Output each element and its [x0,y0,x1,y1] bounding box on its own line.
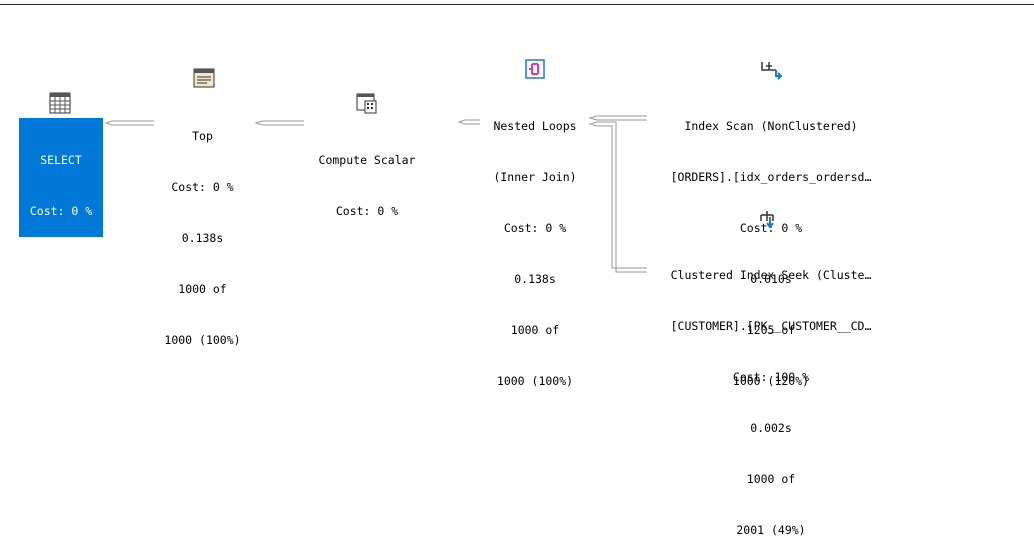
plan-connectors [104,115,647,273]
node-time: 0.138s [181,231,224,245]
node-rows: 1000 of [178,282,227,296]
compute-scalar-icon [356,92,378,117]
compute-scalar-node[interactable]: Compute Scalar Cost: 0 % [303,118,431,237]
divider-tick [205,0,215,5]
node-subtitle: (Inner Join) [493,170,577,184]
node-rows-total: 1000 (100%) [496,374,574,388]
node-name: Clustered Index Seek (Cluste… [670,268,872,282]
index-scan-icon [759,58,783,83]
node-time: 0.002s [750,421,792,435]
node-rows-total: 1000 (100%) [164,333,241,347]
arrow-top-to-select [104,120,154,126]
node-rows: 1205 of [746,323,796,337]
node-object: [CUSTOMER].[PK__CUSTOMER__CD… [670,319,872,333]
node-cost: Cost: 0 % [171,180,234,194]
divider-tick [505,0,515,5]
arrow-compute-to-top [254,120,304,126]
node-cost: Cost: 0 % [739,221,803,235]
node-cost: Cost: 0 % [29,204,93,218]
node-time: 0.138s [514,272,556,286]
node-name: Top [192,129,213,143]
select-node[interactable]: SELECT Cost: 0 % [19,118,103,237]
node-cost: Cost: 0 % [503,221,567,235]
node-rows-total: 1000 (120%) [732,374,810,388]
node-rows: 1000 of [746,472,796,486]
select-icon [49,92,71,117]
node-object: [ORDERS].[idx_orders_ordersd… [670,170,872,184]
divider-tick [1005,0,1015,5]
top-node[interactable]: Top Cost: 0 % 0.138s 1000 of 1000 (100%) [150,94,255,366]
node-name: SELECT [40,153,82,167]
arrow-nested-to-compute [457,119,480,125]
node-cost: Cost: 100 % [732,370,810,384]
top-border [0,4,1034,5]
node-name: Compute Scalar [318,153,416,167]
node-cost: Cost: 0 % [335,204,399,218]
node-name: Nested Loops [493,119,577,133]
clustered-index-seek-icon [758,207,782,232]
divider-tick [805,0,815,5]
top-operator-icon [193,68,215,91]
arrow-scan-to-nested [588,115,647,121]
index-scan-node[interactable]: Index Scan (NonClustered) [ORDERS].[idx_… [645,84,897,407]
arrow-seek-to-nested [588,121,647,273]
node-rows-total: 2001 (49%) [736,523,806,537]
node-rows: 1000 of [510,323,560,337]
nested-loops-icon [524,58,546,83]
node-time: 0.010s [750,272,792,286]
nested-loops-node[interactable]: Nested Loops (Inner Join) Cost: 0 % 0.13… [476,84,594,407]
clustered-index-seek-node[interactable]: Clustered Index Seek (Cluste… [CUSTOMER]… [645,233,897,556]
node-name: Index Scan (NonClustered) [684,119,858,133]
